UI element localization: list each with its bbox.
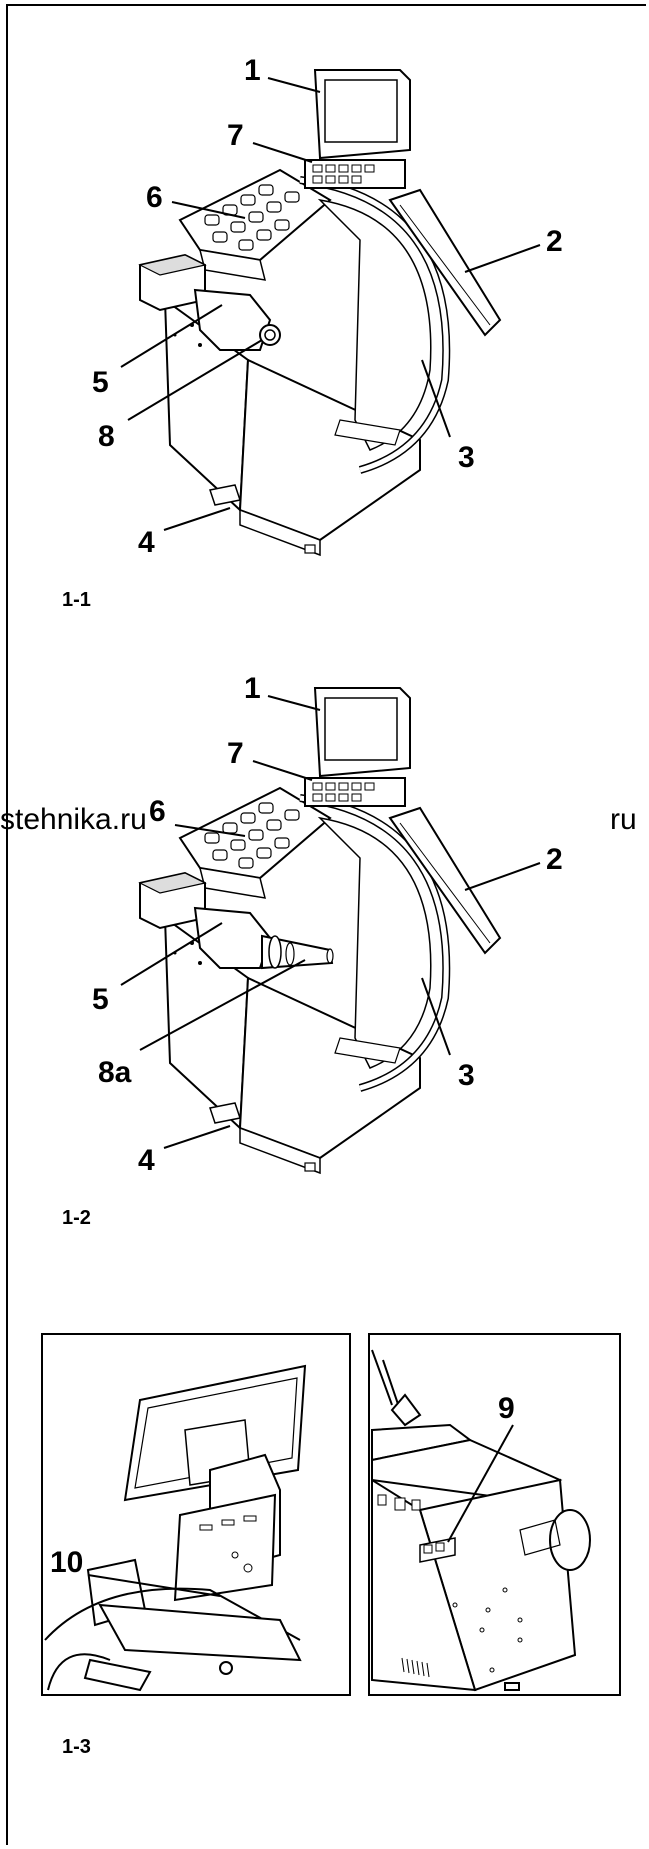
fig2-label-5: 5 — [92, 983, 109, 1016]
fig3-left-leader — [87, 1574, 221, 1597]
fig3-caption: 1-3 — [62, 1736, 91, 1758]
figure-1-2-machine — [140, 688, 500, 1173]
figure-1-1-machine — [140, 70, 500, 555]
fig1-label-5: 5 — [92, 366, 109, 399]
fig2-label-2: 2 — [546, 843, 563, 876]
fig3-label-10: 10 — [50, 1546, 83, 1579]
fig2-label-1: 1 — [244, 672, 261, 705]
watermark-left: stehnika.ru — [0, 803, 147, 836]
fig3-left-drawing — [44, 1364, 307, 1692]
fig1-label-2: 2 — [546, 225, 563, 258]
fig3-right-leader — [447, 1424, 514, 1543]
fig3-right-drawing — [371, 1349, 591, 1692]
fig2-caption: 1-2 — [62, 1207, 91, 1229]
fig1-label-4: 4 — [138, 526, 155, 559]
fig2-label-6: 6 — [149, 795, 166, 828]
fig2-label-4: 4 — [138, 1144, 155, 1177]
fig1-label-7: 7 — [227, 119, 244, 152]
fig1-label-3: 3 — [458, 441, 475, 474]
figure-1-2-leaders — [120, 695, 541, 1149]
fig2-label-3: 3 — [458, 1059, 475, 1092]
fig1-label-6: 6 — [146, 181, 163, 214]
fig3-label-9: 9 — [498, 1392, 515, 1425]
fig2-label-8a: 8a — [98, 1056, 132, 1089]
fig1-label-8: 8 — [98, 420, 115, 453]
figure-1-2-labels: stehnika.ru ru 1 7 6 2 3 4 5 8a 1-2 — [0, 672, 637, 1229]
fig2-label-7: 7 — [227, 737, 244, 770]
fig1-caption: 1-1 — [62, 589, 91, 611]
fig1-label-1: 1 — [244, 54, 261, 87]
page-frame — [6, 4, 646, 1845]
figure-1-1-labels: 1 7 6 2 3 4 5 8 1-1 — [62, 54, 563, 611]
watermark-right: ru — [610, 803, 637, 836]
figure-1-1-leaders — [120, 77, 541, 531]
